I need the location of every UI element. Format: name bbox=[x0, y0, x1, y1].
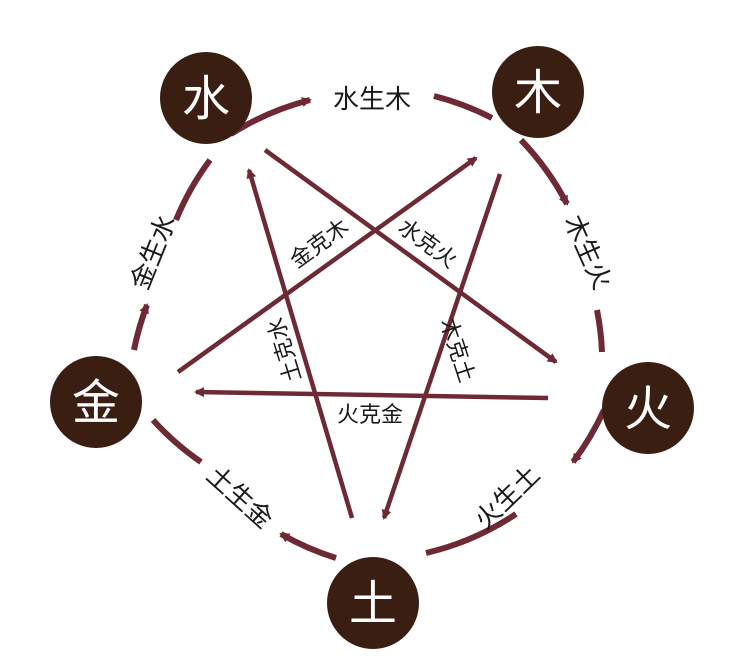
line-fire-metal bbox=[194, 387, 549, 401]
line-wood-earth bbox=[381, 173, 503, 520]
node-wood-circle bbox=[492, 46, 584, 138]
node-metal-circle bbox=[50, 356, 142, 448]
arc-fire-earth bbox=[570, 408, 607, 464]
line-water-fire bbox=[263, 148, 558, 364]
node-wood: 木 bbox=[492, 46, 584, 138]
label-metal-wood: 金克木 bbox=[286, 215, 354, 274]
node-water-label: 水 bbox=[182, 71, 230, 127]
arc-metal-water bbox=[131, 303, 150, 351]
label-water-wood: 水生木 bbox=[333, 85, 411, 115]
label-earth-metal: 土生金 bbox=[200, 460, 278, 534]
line-metal-wood bbox=[176, 156, 478, 374]
line-earth-water bbox=[246, 168, 355, 519]
arc-wood-fire bbox=[518, 137, 570, 206]
label-fire-earth: 火生土 bbox=[469, 460, 546, 536]
arc-wood-fire-2 bbox=[594, 309, 605, 353]
node-earth-label: 土 bbox=[349, 576, 397, 632]
node-metal: 金 bbox=[50, 356, 142, 448]
node-fire-label: 火 bbox=[624, 381, 672, 437]
generating-arcs bbox=[131, 93, 607, 561]
arc-fire-earth-2 bbox=[425, 511, 518, 556]
node-water: 水 bbox=[160, 52, 252, 144]
node-earth: 土 bbox=[327, 557, 419, 649]
node-earth-circle bbox=[327, 557, 419, 649]
arc-earth-metal-2 bbox=[150, 417, 203, 465]
node-fire: 火 bbox=[602, 362, 694, 454]
arc-metal-water-2 bbox=[173, 158, 213, 222]
label-fire-metal: 火克金 bbox=[337, 403, 403, 428]
node-wood-label: 木 bbox=[514, 65, 562, 121]
node-metal-label: 金 bbox=[72, 375, 120, 431]
arc-water-wood-2 bbox=[433, 93, 494, 121]
label-water-fire: 水克火 bbox=[393, 215, 461, 274]
label-metal-water: 金生水 bbox=[125, 211, 182, 295]
arc-earth-metal bbox=[279, 531, 337, 561]
controlling-lines bbox=[176, 148, 558, 520]
node-fire-circle bbox=[602, 362, 694, 454]
label-wood-fire: 木生火 bbox=[558, 211, 617, 294]
node-water-circle bbox=[160, 52, 252, 144]
